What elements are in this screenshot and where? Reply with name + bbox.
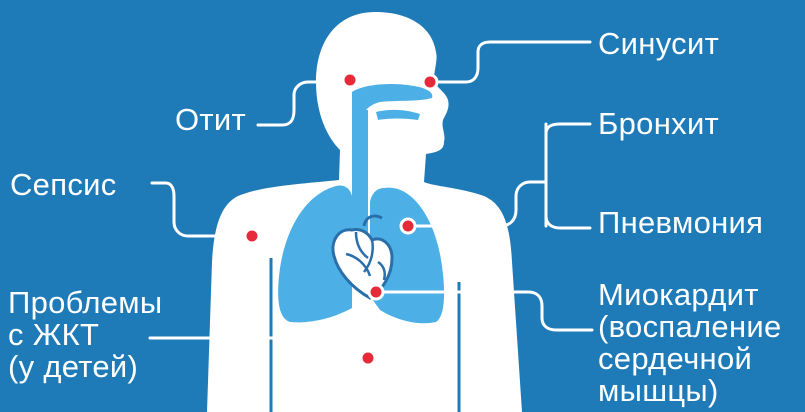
dot-sepsis xyxy=(245,229,259,243)
dot-ear xyxy=(343,73,357,87)
dot-heart xyxy=(369,285,383,299)
dot-gi xyxy=(361,351,375,365)
label-otit: Отит xyxy=(175,104,246,136)
label-sinusitis: Синусит xyxy=(598,28,719,60)
dot-lung xyxy=(401,219,415,233)
connector-bronchitis-branch xyxy=(546,124,590,228)
label-sepsis: Сепсис xyxy=(10,169,117,201)
label-gi-problems: Проблемы с ЖКТ (у детей) xyxy=(8,287,162,383)
dot-nose xyxy=(423,75,437,89)
label-pneumonia: Пневмония xyxy=(598,207,763,239)
connector-sinusitis xyxy=(430,42,590,82)
label-myocarditis: Миокардит (воспаление сердечной мышцы) xyxy=(598,279,782,407)
label-bronchitis: Бронхит xyxy=(598,108,719,140)
